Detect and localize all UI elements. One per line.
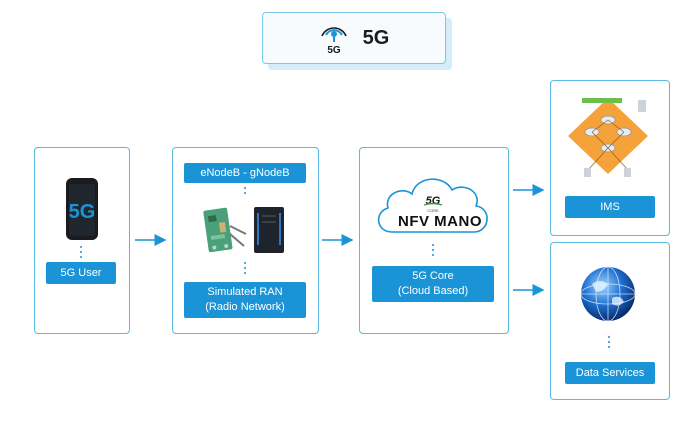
header-icon-text: 5G	[327, 45, 341, 55]
user-dots	[80, 246, 82, 261]
ran-bottom-dots	[244, 262, 246, 277]
core-logo-subtext: CORE	[427, 208, 439, 213]
ims-label: IMS	[565, 196, 655, 218]
cloud-icon: 5G CORE	[377, 178, 488, 233]
data-services-label: Data Services	[565, 362, 655, 384]
user-label: 5G User	[46, 262, 116, 284]
smartphone-icon: 5G	[66, 178, 98, 240]
phone-screen-text: 5G	[69, 201, 96, 223]
core-dots	[432, 244, 434, 259]
ran-bottom-label: Simulated RAN (Radio Network)	[184, 282, 306, 318]
nfv-mano-text: NFV MANO	[398, 213, 482, 230]
ran-top-label: eNodeB - gNodeB	[184, 163, 306, 183]
globe-icon	[580, 266, 636, 322]
pc-tower-icon	[254, 207, 284, 253]
ran-top-dots	[244, 187, 246, 197]
core-panel	[359, 147, 509, 334]
page-title: 5G	[362, 26, 390, 49]
core-logo-text: 5G	[426, 195, 441, 207]
core-label: 5G Core (Cloud Based)	[372, 266, 494, 302]
sdr-board-icon	[203, 207, 247, 253]
data-dots	[608, 336, 610, 351]
header-box: 5G 5G	[262, 12, 446, 64]
ims-network-diagram-icon	[568, 98, 648, 177]
5g-signal-icon: 5G	[320, 27, 347, 55]
